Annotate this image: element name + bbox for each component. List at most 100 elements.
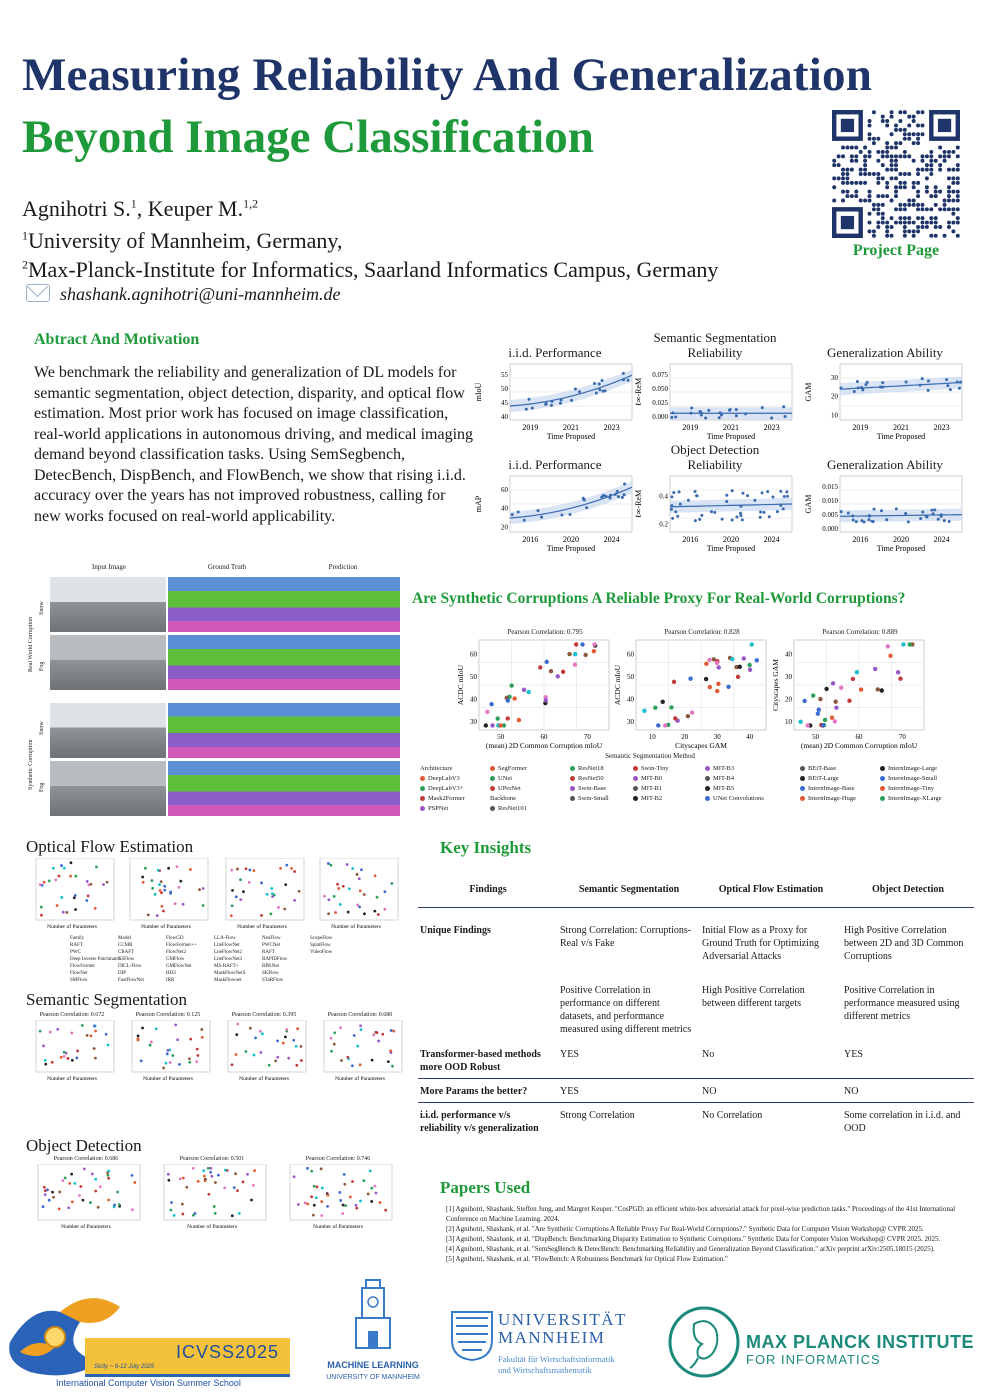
scatter-point [337,887,341,890]
scatter-point [775,510,779,514]
scatter-point [602,493,606,497]
scatter-point [489,701,494,707]
scatter-point [698,409,702,413]
paper-item[interactable]: [2] Agnihotri, Shashank, et al. "Are Syn… [446,1225,924,1233]
scatter-point [603,389,607,393]
email[interactable]: shashank.agnihotri@uni-mannheim.de [60,284,341,304]
x-tick: 2020 [563,535,579,544]
scatter-point [560,513,564,517]
scatter-point [360,868,363,872]
scatter-point [359,1199,362,1203]
paper-item[interactable]: [5] Agnihotri, Shashank, et al. "FlowBen… [446,1255,728,1263]
flow-legend-item: MS-RAFT+ [214,964,239,969]
scatter-point [779,503,783,507]
qr-code[interactable] [832,110,960,238]
paper-item[interactable]: [1] Agnihotri, Shashank, Steffen Jung, a… [446,1205,956,1223]
scatter-point [744,412,748,416]
scatter-point [332,1042,336,1046]
scatter-point [239,898,243,902]
scatter-point [957,386,961,390]
legend-item: UNet [490,774,512,783]
scatter-point [642,708,647,714]
y-axis-label: ACDC mIoU [456,664,465,705]
scatter-point [188,1060,192,1064]
scatter-point [296,1027,300,1031]
scatter-point [674,510,678,514]
scatter-point [75,1056,79,1060]
scatter-point [42,1044,45,1048]
scatter-point [725,493,729,497]
papers-list: [1] Agnihotri, Shashank, Steffen Jung, a… [446,1204,976,1264]
legend-marker [570,776,575,782]
scatter-point [299,1044,303,1048]
pearson-title: Pearson Correlation: 0.680 [327,1012,393,1018]
scatter-point [779,489,783,493]
x-axis-label: Time Proposed [877,432,925,441]
scatter-point [390,882,394,885]
scatter-point [501,723,507,728]
scatter-point [93,1024,96,1028]
scatter-point [340,1059,343,1062]
scatter-point [749,642,754,647]
y-tick: 0.025 [652,399,668,407]
scatter-point [165,1052,169,1056]
grid-image-tile [168,703,284,758]
legend-label: MIT-B0 [641,775,663,782]
legend-label: MIT-B4 [713,775,735,782]
scatter-point [105,880,109,884]
scatter-point [695,494,699,498]
legend-item: ResNet18 [570,764,604,773]
scatter-point [919,516,923,520]
legend-item: ResNet101 [490,804,527,813]
scatter-point [505,716,510,721]
x-tick: 2023 [604,423,620,432]
scatter-point [202,1174,206,1178]
scatter-point [739,504,743,508]
scatter-point [338,903,342,906]
scatter-point [214,1181,217,1184]
scatter-point [139,1059,143,1063]
scatter-point [509,683,514,688]
scatter-point [926,388,930,392]
x-axis-label: Number of Parameters [141,923,191,930]
x-axis-label: Time Proposed [547,432,595,441]
scatter-point [622,493,626,497]
scatter-point [338,1190,342,1194]
scatter-point [878,385,882,389]
scatter-point [895,670,901,675]
scatter-point [521,687,527,692]
scatter-point [570,398,574,402]
y-tick: 0.050 [652,385,668,393]
small-scatter: Number of Parameters [35,1020,115,1082]
scatter-point [373,874,377,878]
scatter-point [717,416,721,420]
scatter-point [96,1205,100,1209]
legend-label: UPerNet [498,785,521,792]
paper-item[interactable]: [3] Agnihotri, Shashank, et al. "DispBen… [446,1235,941,1243]
scatter-point [155,914,159,917]
scatter-point [314,1196,318,1200]
scatter-point [210,1174,214,1178]
scatter-point [342,1173,346,1176]
scatter-point [341,1212,345,1215]
scatter-point [150,879,154,882]
scatter-point [181,1176,185,1180]
small-scatter: Number of Parameters [163,1164,267,1230]
scatter-point [540,515,544,519]
x-axis-label: Number of Parameters [187,1223,237,1230]
scatter-point [739,514,743,518]
scatter-point [955,380,959,384]
scatter-point [354,1203,358,1207]
scatter-point [300,1059,303,1062]
legend-label: UNet Convolutions [713,795,764,802]
scatter-point [653,705,658,710]
paper-item[interactable]: [4] Agnihotri, Shashank, et al. "SemSegB… [446,1245,935,1253]
flow-legend-item: PWC [70,950,81,955]
icvss-logo: ICVSS2025 Sicily ~ 6-12 July 2025 Intern… [0,1282,300,1392]
grid-row-fog: Fog [39,782,45,792]
y-tick: 45 [501,399,509,407]
scatter-point [333,1031,337,1035]
legend-item: MIT-B1 [633,784,662,793]
scatter-point [585,506,589,510]
